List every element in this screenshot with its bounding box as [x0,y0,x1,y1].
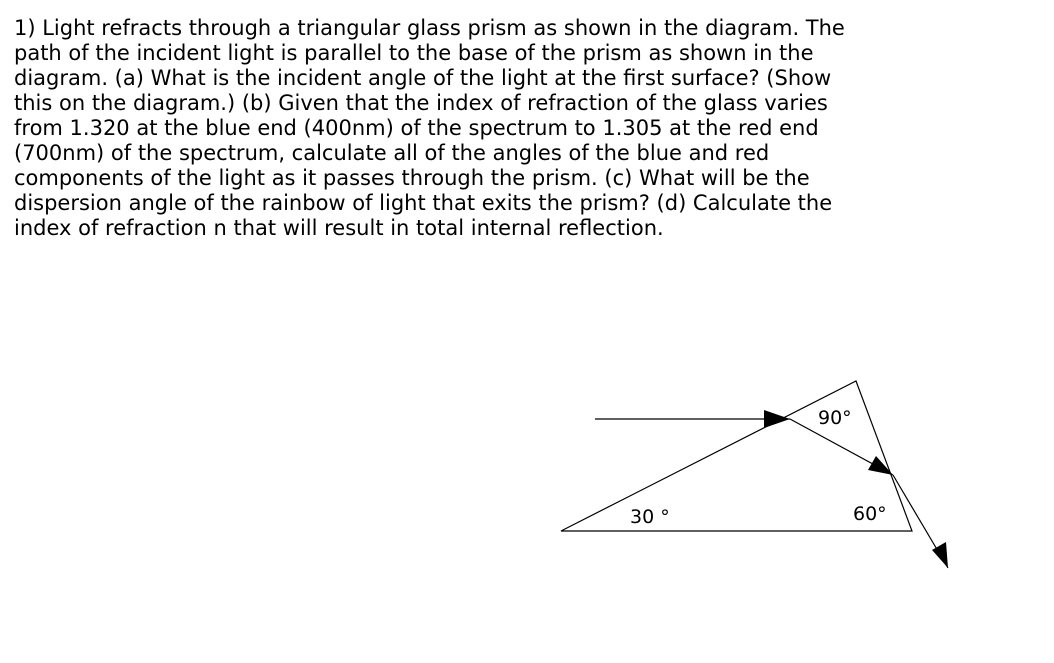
problem-line: (700nm) of the spectrum, calculate all o… [14,141,770,165]
problem-line: diagram. (a) What is the incident angle … [14,66,832,90]
angle-label-top: 90° [818,407,852,429]
problem-line: dispersion angle of the rainbow of light… [14,191,833,215]
problem-line: components of the light as it passes thr… [14,166,810,190]
angle-label-left: 30 ° [630,506,670,528]
incident-arrowhead [764,410,790,428]
prism-triangle [560,380,913,532]
problem-statement: 1) Light refracts through a triangular g… [14,16,914,241]
problem-line: this on the diagram.) (b) Given that the… [14,91,828,115]
problem-line: 1) Light refracts through a triangular g… [14,16,845,40]
refracted-arrowhead [868,456,893,475]
problem-line: path of the incident light is parallel t… [14,41,814,65]
angle-label-right: 60° [853,503,887,525]
problem-line: from 1.320 at the blue end (400nm) of th… [14,116,819,140]
problem-line: index of refraction n that will result i… [14,216,664,240]
emergent-arrowhead [932,542,948,568]
